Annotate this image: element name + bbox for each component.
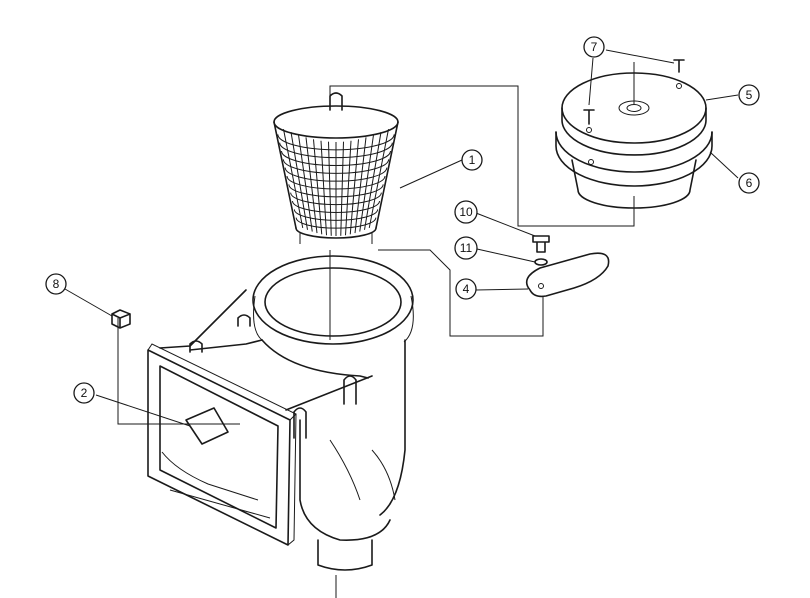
basket-mesh-rib [349,139,359,235]
skimmer-lid [561,62,707,156]
basket-mesh-rib [340,141,344,236]
basket-mesh-rib [320,140,327,236]
nut [111,309,131,329]
lid-screws [583,59,685,125]
svg-text:5: 5 [746,88,753,102]
callout-11: 11 [454,236,478,260]
svg-text:1: 1 [469,153,476,167]
basket-mesh-rib [359,134,374,232]
leader-lines [64,49,739,427]
skimmer-faceplate [147,343,297,546]
svg-text:4: 4 [463,282,470,296]
basket-mesh-rib [298,134,313,232]
callout-4: 4 [455,278,477,300]
washer [534,258,548,266]
weir [161,407,271,519]
callout-8: 8 [45,273,67,295]
svg-text:11: 11 [460,241,473,255]
basket-mesh-rib [313,139,323,235]
callout-6: 6 [738,172,760,194]
basket-mesh-rib [345,140,352,236]
skimmer-body [159,255,414,598]
svg-text:2: 2 [81,386,88,400]
weir-door-plate [525,252,610,298]
basket-mesh-rib [283,129,304,229]
skimmer-basket [273,92,399,244]
basket-mesh-rib [290,132,308,230]
basket-mesh-rib [368,129,389,229]
svg-text:7: 7 [591,40,598,54]
basket-mesh-rib [364,132,382,230]
callout-5: 5 [738,84,760,106]
callout-7: 7 [583,36,605,58]
svg-text:8: 8 [53,277,60,291]
basket-mesh [277,129,395,236]
basket-mesh-rib [305,137,318,234]
basket-mesh-rib [328,141,332,236]
callout-2: 2 [73,382,95,404]
callout-10: 10 [454,200,478,224]
callout-1: 1 [461,149,483,171]
basket-mesh-rib [354,137,367,234]
svg-text:10: 10 [459,205,473,219]
svg-text:6: 6 [746,176,753,190]
bolt [532,235,550,253]
